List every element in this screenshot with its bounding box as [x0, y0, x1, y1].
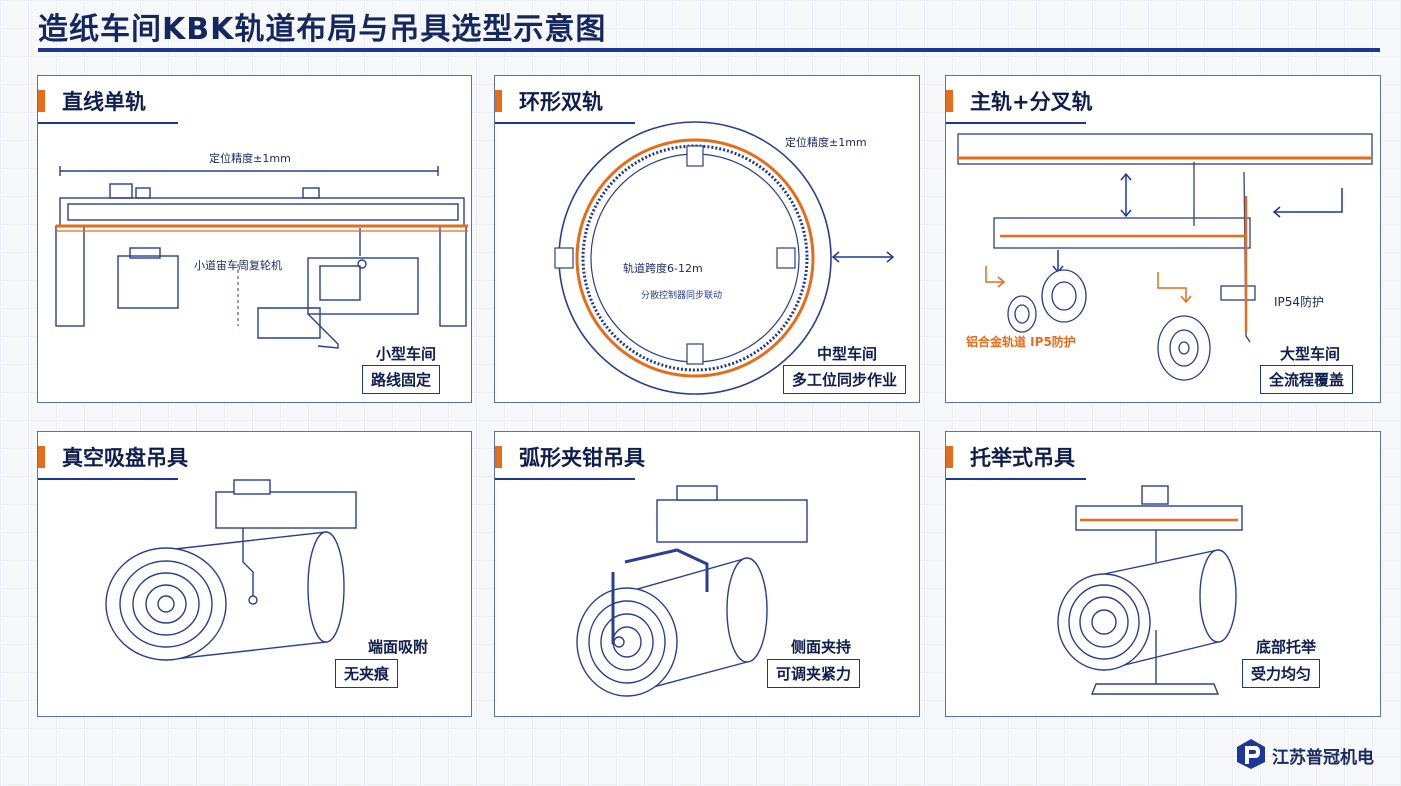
caption: 侧面夹持 — [791, 638, 852, 656]
tag: 多工位同步作业 — [783, 365, 907, 394]
title-accent-bar — [38, 446, 45, 468]
panel-title: 直线单轨 — [38, 86, 178, 124]
logo-mark-icon — [1237, 739, 1265, 769]
svg-text:轨道跨度6-12m: 轨道跨度6-12m — [623, 261, 703, 275]
caption: 底部托举 — [1256, 638, 1317, 656]
caption: 小型车间 — [376, 345, 437, 363]
title-underline — [38, 48, 1380, 52]
svg-text:铝合金轨道 IP5防护: 铝合金轨道 IP5防护 — [966, 334, 1076, 349]
title-accent-bar — [495, 446, 502, 468]
panel-title: 主轨+分叉轨 — [946, 86, 1093, 124]
lift-support-illustration — [1057, 485, 1243, 695]
straight-rail-diagram: 定位精度±1mm 小道宙车周复轮机 — [55, 151, 468, 349]
caption: 端面吸附 — [368, 638, 429, 656]
title-accent-bar — [495, 90, 502, 112]
svg-text:定位精度±1mm: 定位精度±1mm — [209, 151, 291, 165]
tag: 无夹痕 — [335, 659, 399, 688]
arc-clamp-illustration — [576, 485, 808, 697]
caption: 大型车间 — [1280, 345, 1341, 363]
panel-lift-support-spreader: 托举式吊具 底部托举 受力均匀 — [945, 431, 1381, 717]
tag: 可调夹紧力 — [767, 659, 861, 688]
svg-text:分散控制器同步联动: 分散控制器同步联动 — [641, 289, 722, 301]
vacuum-spreader-illustration — [105, 479, 357, 661]
title-accent-bar — [946, 90, 953, 112]
branch-rail-diagram: IP54防护 铝合金轨道 IP5防护 — [957, 133, 1373, 381]
panel-title: 真空吸盘吊具 — [38, 442, 188, 480]
company-name: 江苏普冠机电 — [1272, 748, 1374, 768]
tag: 路线固定 — [362, 365, 441, 394]
svg-text:小道宙车周复轮机: 小道宙车周复轮机 — [194, 258, 282, 272]
company-logo: 江苏普冠机电 — [1236, 738, 1386, 772]
tag: 受力均匀 — [1242, 659, 1321, 688]
caption: 中型车间 — [817, 345, 878, 363]
panel-vacuum-suction-spreader: 真空吸盘吊具 端面吸附 无夹痕 — [37, 431, 472, 717]
panel-straight-single-rail: 直线单轨 定位精度±1mm 小道宙车周复轮机 小型车间 路线固定 — [37, 75, 472, 403]
ring-rail-diagram: 定位精度±1mm 轨道跨度6-12m 分散控制器同步联动 — [554, 121, 895, 395]
title-accent-bar — [38, 90, 45, 112]
panel-ring-double-rail: 环形双轨 定位精度±1mm 轨道跨度6-12m 分散控制器同步联动 中型车间 多… — [494, 75, 920, 403]
panel-title: 弧形夹钳吊具 — [495, 442, 645, 480]
svg-text:定位精度±1mm: 定位精度±1mm — [785, 135, 867, 149]
title-accent-bar — [946, 446, 953, 468]
panel-title: 托举式吊具 — [946, 442, 1086, 480]
tag: 全流程覆盖 — [1260, 365, 1354, 394]
panel-main-and-branch-rail: 主轨+分叉轨 IP54防护 铝合金轨道 IP5防护 大型车间 — [945, 75, 1381, 403]
panel-arc-clamp-spreader: 弧形夹钳吊具 侧面夹持 可调夹紧力 — [494, 431, 920, 717]
page-title: 造纸车间KBK轨道布局与吊具选型示意图 — [38, 12, 607, 47]
svg-text:IP54防护: IP54防护 — [1274, 294, 1324, 309]
panel-title: 环形双轨 — [495, 86, 635, 124]
